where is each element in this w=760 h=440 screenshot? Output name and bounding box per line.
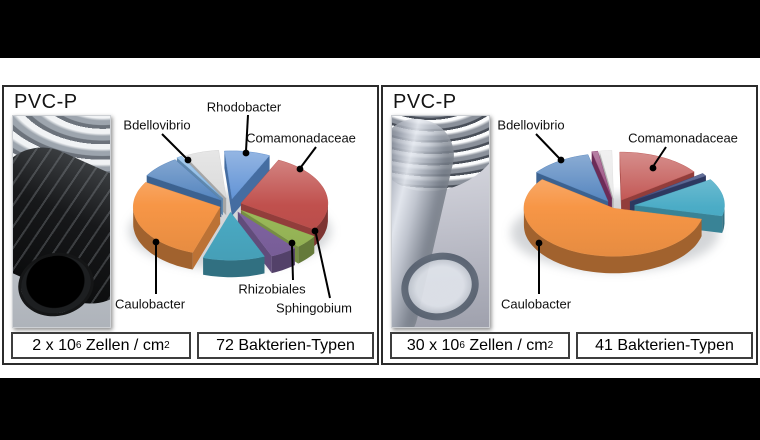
label-rhodobacter: Rhodobacter xyxy=(206,99,282,115)
label-caulobacter: Caulobacter xyxy=(114,296,186,312)
label-rhizobiales: Rhizobiales xyxy=(238,281,306,297)
dot-comamonadaceae xyxy=(649,164,657,172)
cells-count-unit: Zellen / cm xyxy=(81,336,165,354)
pie-slice-slice-4 xyxy=(202,211,265,278)
cells-count-unit: Zellen / cm xyxy=(464,336,548,354)
leader-comamonadaceae xyxy=(653,146,667,166)
label-bdellovibrio: Bdellovibrio xyxy=(123,117,191,133)
panel-pvc-p-left: PVC-P Rhodobacter Bdellovibrio Co xyxy=(2,85,379,365)
leader-rhizobiales xyxy=(291,245,294,281)
pie-slice-caulobacter xyxy=(132,182,221,270)
cells-count-base: 2 x 10 xyxy=(32,336,76,354)
dot-caulobacter xyxy=(535,239,543,247)
bacteria-types-text: 41 Bakterien-Typen xyxy=(595,336,734,354)
leader-rhodobacter xyxy=(245,114,249,152)
dot-sphingobium xyxy=(311,227,319,235)
leader-bdellovibrio xyxy=(161,133,188,160)
label-comamonadaceae: Comamonadaceae xyxy=(246,130,356,146)
panels-row: PVC-P Rhodobacter Bdellovibrio Co xyxy=(2,85,758,365)
label-comamonadaceae: Comamonadaceae xyxy=(628,130,738,146)
bacteria-types-box: 72 Bakterien-Typen xyxy=(197,332,374,359)
pie-chart-3d-left xyxy=(129,150,331,278)
pie-chart-area-right: Bdellovibrio Comamonadaceae Caulobacter xyxy=(383,87,756,363)
dot-bdellovibrio xyxy=(557,156,565,164)
pie-chart-3d-right xyxy=(511,150,725,274)
bacteria-types-box: 41 Bakterien-Typen xyxy=(576,332,753,359)
pie-chart-area-left: Rhodobacter Bdellovibrio Comamonadaceae … xyxy=(4,87,377,363)
leader-comamonadaceae xyxy=(300,146,317,168)
pie-slice-caulobacter xyxy=(523,179,702,274)
bacteria-types-text: 72 Bakterien-Typen xyxy=(216,336,355,354)
black-corrugated-hose-photo xyxy=(12,115,111,328)
dot-bdellovibrio xyxy=(184,156,192,164)
leader-sphingobium xyxy=(315,233,331,299)
leader-lines-left xyxy=(152,114,331,299)
pie-slice-rhodobacter xyxy=(224,150,270,216)
dot-rhizobiales xyxy=(288,239,296,247)
panel-title: PVC-P xyxy=(14,91,78,113)
leader-lines-right xyxy=(535,133,667,294)
clear-pvc-tube-photo xyxy=(391,115,490,328)
dot-rhodobacter xyxy=(242,149,250,157)
panel-pvc-p-right: PVC-P Bdellovibrio Comamonadaceae Caulob… xyxy=(381,85,758,365)
bottom-black-bar xyxy=(0,378,760,440)
label-caulobacter: Caulobacter xyxy=(500,296,572,312)
cells-count-base: 30 x 10 xyxy=(406,336,460,354)
top-black-bar xyxy=(0,0,760,58)
label-bdellovibrio: Bdellovibrio xyxy=(497,117,565,133)
dot-caulobacter xyxy=(152,238,160,246)
leader-bdellovibrio xyxy=(535,133,560,159)
label-sphingobium: Sphingobium xyxy=(276,300,352,316)
dot-comamonadaceae xyxy=(296,165,304,173)
panel-title: PVC-P xyxy=(393,91,457,113)
